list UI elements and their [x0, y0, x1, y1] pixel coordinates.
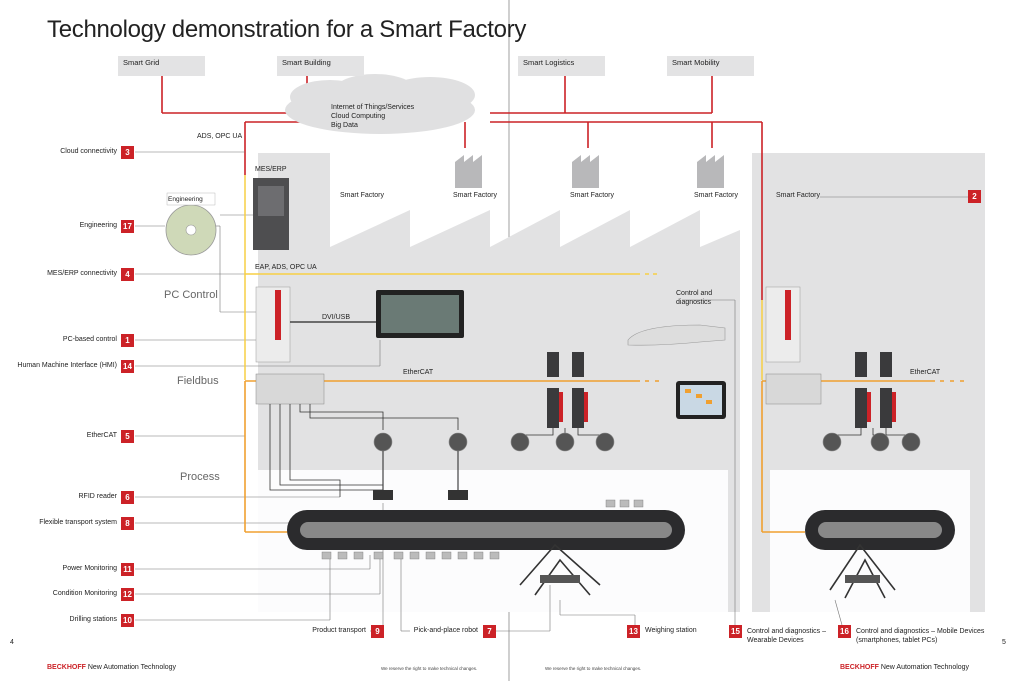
ethercat-label-right: EtherCAT [910, 369, 941, 376]
badge-17: 17 [121, 220, 134, 233]
badge-15: 15 [729, 625, 742, 638]
bottom-label-pick-place: Pick-and-place robot [413, 627, 478, 634]
mes-erp-label: MES/ERP [255, 166, 287, 173]
smart-factory-label-1: Smart Factory [340, 192, 384, 199]
page-number-right: 5 [1002, 639, 1006, 646]
control-diagnostics-label: Control and diagnostics [676, 290, 713, 306]
badge-5: 5 [121, 430, 134, 443]
engineering-disc-label: Engineering [168, 196, 203, 203]
left-label-cloud-connectivity: Cloud connectivity [60, 148, 117, 155]
ethercat-label-left: EtherCAT [403, 369, 434, 376]
badge-3: 3 [121, 146, 134, 159]
ads-opc-label: ADS, OPC UA [197, 133, 243, 140]
badge-7: 7 [483, 625, 496, 638]
badge-16: 16 [838, 625, 851, 638]
badge-1: 1 [121, 334, 134, 347]
smart-logistics-box: Smart Logistics [518, 56, 605, 76]
brand-tagline-right: New Automation Technology [880, 664, 970, 671]
badge-9: 9 [371, 625, 384, 638]
dvi-usb-label: DVI/USB [322, 314, 351, 321]
badge-6: 6 [121, 491, 134, 504]
smart-factory-label-2: Smart Factory [453, 192, 497, 199]
smart-factory-label-4: Smart Factory [694, 192, 738, 199]
left-label-hmi: Human Machine Interface (HMI) [17, 362, 117, 369]
footer-rights-left: We reserve the right to make technical c… [381, 666, 478, 671]
smart-factory-label-5: Smart Factory [776, 192, 820, 199]
smart-mobility-box: Smart Mobility [667, 56, 754, 76]
smart-grid-box: Smart Grid [118, 56, 205, 76]
left-label-pc-control: PC-based control [62, 336, 117, 343]
left-label-rfid: RFID reader [78, 493, 117, 500]
badge-2: 2 [968, 190, 981, 203]
badge-4: 4 [121, 268, 134, 281]
footer-brand-left: BECKHOFF New Automation Technology [47, 664, 176, 671]
badge-12: 12 [121, 588, 134, 601]
brand-name-right: BECKHOFF [840, 664, 879, 671]
bottom-label-wearables: Control and diagnostics – Wearable Devic… [747, 628, 826, 644]
cloud-line-2: Cloud Computing [331, 113, 386, 120]
brand-name: BECKHOFF [47, 664, 86, 671]
left-label-condition: Condition Monitoring [52, 590, 117, 597]
smart-factory-label-3: Smart Factory [570, 192, 614, 199]
smart-building-box: Smart Building [277, 56, 364, 76]
left-label-engineering: Engineering [79, 222, 117, 229]
left-label-ethercat: EtherCAT [86, 432, 117, 439]
left-label-drilling: Drilling stations [69, 616, 117, 623]
left-label-power: Power Monitoring [62, 565, 117, 572]
process-zone-label: Process [180, 471, 220, 483]
badge-13: 13 [627, 625, 640, 638]
fieldbus-zone-label: Fieldbus [177, 375, 219, 387]
badge-10: 10 [121, 614, 134, 627]
cloud-line-3: Big Data [331, 122, 358, 129]
brand-tagline: New Automation Technology [87, 664, 177, 671]
eap-label: EAP, ADS, OPC UA [255, 264, 317, 271]
cloud-line-1: Internet of Things/Services [331, 104, 415, 111]
page-number-left: 4 [10, 639, 14, 646]
pc-control-zone-label: PC Control [164, 289, 218, 301]
badge-8: 8 [121, 517, 134, 530]
badge-14: 14 [121, 360, 134, 373]
badge-11: 11 [121, 563, 134, 576]
footer-rights-right: We reserve the right to make technical c… [545, 666, 642, 671]
page-title: Technology demonstration for a Smart Fac… [47, 16, 527, 43]
footer-brand-right: BECKHOFF New Automation Technology [840, 664, 969, 671]
bottom-label-weighing: Weighing station [645, 627, 697, 634]
left-label-mes-erp: MES/ERP connectivity [47, 270, 117, 277]
bottom-label-mobile-devices: Control and diagnostics – Mobile Devices… [856, 628, 985, 644]
left-label-transport: Flexible transport system [39, 519, 117, 526]
bottom-label-product-transport: Product transport [312, 627, 366, 634]
